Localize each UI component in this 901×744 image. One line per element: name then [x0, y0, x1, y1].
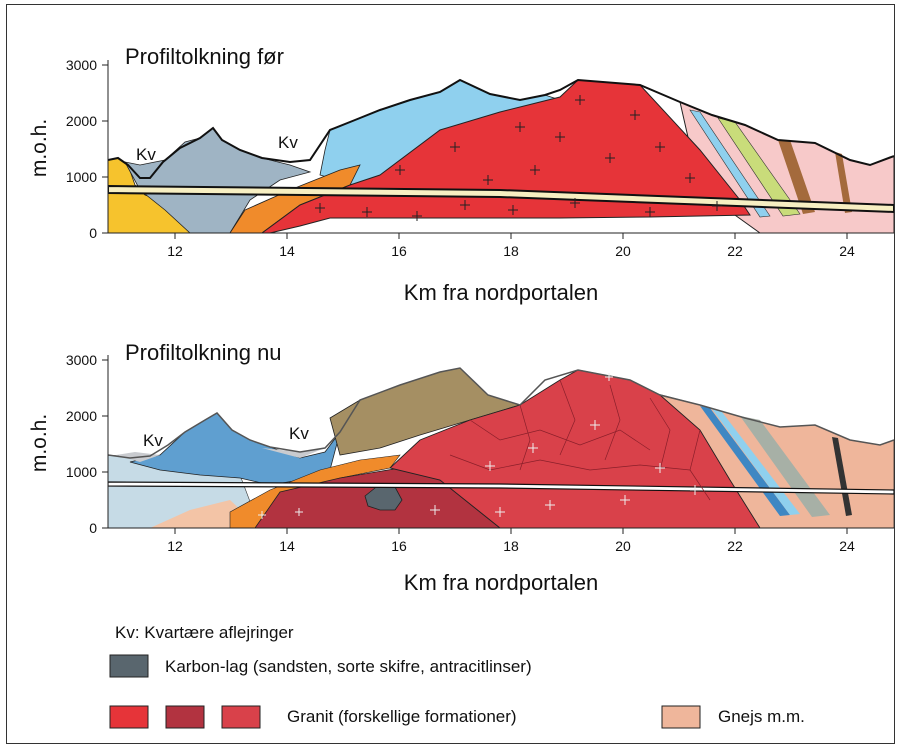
top-brown-band-2: [835, 152, 852, 213]
top-xtick-16: 16: [391, 243, 407, 259]
bottom-xtick-20: 20: [615, 538, 631, 554]
legend-gneiss-swatch: [661, 705, 701, 729]
bottom-granite-fractures: [449, 379, 711, 501]
legend-granit-swatch-2: [165, 705, 205, 729]
bottom-ytick-1000: 1000: [66, 464, 97, 480]
legend-granit-swatch-1: [109, 705, 149, 729]
top-ytick-2000: 2000: [66, 113, 97, 129]
legend-kv-note: Kv: Kvartære aflejringer: [115, 623, 294, 642]
bottom-dark-stripe: [832, 437, 852, 516]
top-x-axis-label: Km fra nordportalen: [404, 280, 598, 305]
top-xtick-24: 24: [839, 243, 855, 259]
top-kv-label-2: Kv: [278, 133, 298, 152]
bottom-xtick-24: 24: [839, 538, 855, 554]
bottom-xtick-14: 14: [279, 538, 295, 554]
top-tunnel-band: [108, 184, 894, 214]
top-granite-crosses: [315, 95, 722, 221]
legend-granit-swatch-3: [221, 705, 261, 729]
top-xtick-20: 20: [615, 243, 631, 259]
top-ytick-3000: 3000: [66, 57, 97, 73]
top-grey-folded-unit: [124, 127, 312, 233]
legend-gneiss-label: Gnejs m.m.: [718, 707, 805, 726]
bottom-ytick-3000: 3000: [66, 352, 97, 368]
bottom-xtick-12: 12: [167, 538, 183, 554]
bottom-kv-label-1: Kv: [143, 431, 163, 450]
legend-karbon-swatch: [109, 654, 149, 678]
bottom-x-axis-label: Km fra nordportalen: [404, 570, 598, 595]
top-ytick-1000: 1000: [66, 169, 97, 185]
legend-granit-label: Granit (forskellige formationer): [287, 707, 517, 726]
top-y-axis-label: m.o.h.: [28, 119, 51, 177]
bottom-xtick-18: 18: [503, 538, 519, 554]
bottom-cross-section: [108, 367, 894, 528]
top-ytick-0: 0: [89, 225, 97, 241]
top-axes: [102, 60, 894, 239]
bottom-kv-deposit-2: [262, 448, 325, 458]
top-xtick-14: 14: [279, 243, 295, 259]
top-blue-band: [689, 109, 771, 218]
bottom-profile-panel: Profiltolkning nu Kv Kv 3000 2000 1000 0…: [28, 340, 894, 595]
top-cross-section: [108, 78, 894, 233]
legend: Kv: Kvartære aflejringer Karbon-lag (san…: [109, 623, 805, 729]
bottom-panel-title: Profiltolkning nu: [125, 340, 282, 365]
legend-karbon-label: Karbon-lag (sandsten, sorte skifre, antr…: [165, 657, 532, 676]
bottom-kv-label-2: Kv: [289, 424, 309, 443]
top-topography-line: [108, 78, 894, 179]
top-xtick-18: 18: [503, 243, 519, 259]
top-brown-band-1: [778, 140, 815, 214]
top-kv-label-1: Kv: [136, 145, 156, 164]
bottom-y-axis-label: m.o.h.: [28, 414, 51, 472]
bottom-tunnel-band: [108, 481, 894, 495]
bottom-axes: [102, 355, 894, 534]
bottom-ytick-0: 0: [89, 520, 97, 536]
bottom-ytick-2000: 2000: [66, 408, 97, 424]
bottom-granite-crosses: [258, 373, 700, 519]
top-xtick-12: 12: [167, 243, 183, 259]
top-xtick-22: 22: [727, 243, 743, 259]
top-profile-panel: Profiltolkning før Kv Kv 3000 2000 1000 …: [28, 44, 894, 305]
bottom-xtick-16: 16: [391, 538, 407, 554]
top-panel-title: Profiltolkning før: [125, 44, 284, 69]
bottom-topography-line: [108, 367, 894, 459]
bottom-xtick-22: 22: [727, 538, 743, 554]
